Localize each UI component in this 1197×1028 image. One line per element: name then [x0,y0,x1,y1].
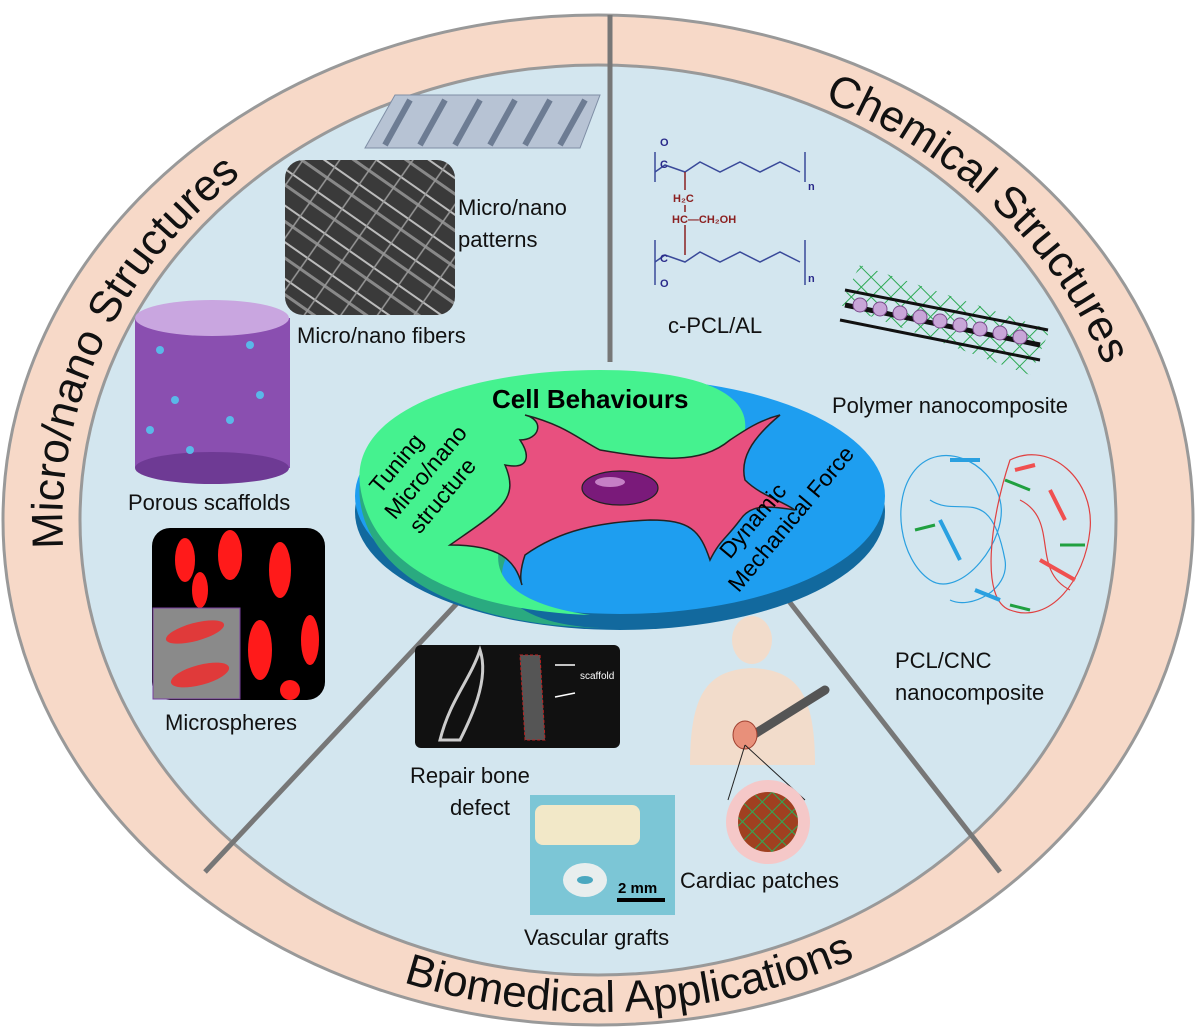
chem-n-top: n [808,181,815,193]
label-fibers: Micro/nano fibers [297,323,466,348]
center-title: Cell Behaviours [492,384,689,414]
label-polymer: Polymer nanocomposite [832,393,1068,418]
label-pclcnc-1: PCL/CNC [895,648,992,673]
label-pclcnc-2: nanocomposite [895,680,1044,705]
label-vascular: Vascular grafts [524,925,669,950]
cell-behaviour-disk [355,370,885,630]
chem-c-top: C [660,159,668,171]
patterns-image [364,94,601,149]
vascular-graft-image: 2 mm [530,795,675,915]
chem-hc-ch2oh: HC—CH₂OH [672,214,736,226]
nucleus-icon [581,470,659,506]
label-patterns-1: Micro/nano [458,195,567,220]
divider-right [786,598,1002,874]
polymer-nanocomposite-image [839,265,1050,375]
label-patterns-2: patterns [458,227,538,252]
microspheres-image [152,528,325,700]
chem-c-bottom: C [660,253,668,265]
bone-ct-image: scaffold [415,645,620,748]
chem-o-top: O [660,137,669,149]
label-porous: Porous scaffolds [128,490,290,515]
chem-o-bottom: O [660,278,669,290]
divider-left [203,596,464,874]
label-cardiac: Cardiac patches [680,868,839,893]
label-bone-2: defect [450,795,510,820]
chem-n-bottom: n [808,273,815,285]
fibers-image [285,160,455,315]
chemical-structure: O C H₂C HC—CH₂OH C O n n [654,137,815,290]
bone-scaffold-tag: scaffold [580,671,614,682]
cardiac-patch-image [726,780,810,864]
porous-scaffold-image [135,300,290,484]
pcl-cnc-image [900,454,1091,614]
human-figure-icon [690,616,830,801]
label-cpcl: c-PCL/AL [668,313,762,338]
scale-bar-label: 2 mm [618,880,657,897]
label-microspheres: Microspheres [165,710,297,735]
chem-h2c: H₂C [673,193,694,205]
label-bone-1: Repair bone [410,763,530,788]
